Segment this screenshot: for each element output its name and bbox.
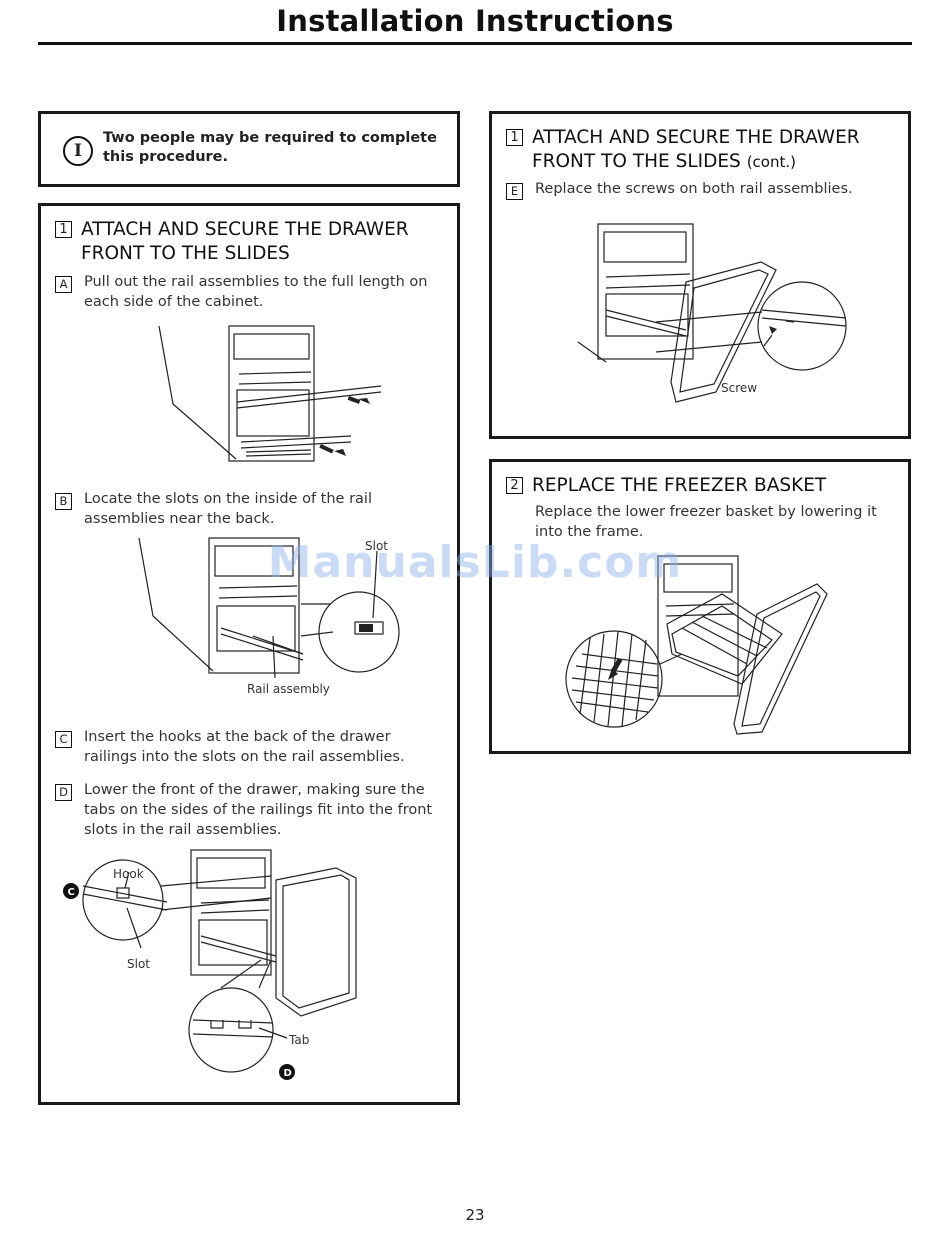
step-number: 1 bbox=[55, 221, 72, 238]
callout-screw: Screw bbox=[721, 381, 757, 395]
note-box: I Two people may be required to complete… bbox=[38, 111, 460, 187]
freezer-basket-illustration bbox=[565, 555, 828, 735]
substep-text-a: Pull out the rail assemblies to the full… bbox=[84, 274, 428, 310]
step-2-text: Replace the lower freezer basket by lowe… bbox=[535, 504, 877, 540]
page-number: 23 bbox=[465, 1206, 485, 1224]
callout-slot-c: Slot bbox=[127, 957, 150, 971]
marker-c: C bbox=[68, 887, 75, 898]
rail-pull-out-illustration bbox=[158, 325, 382, 462]
step-1-cont-box: 1 ATTACH AND SECURE THE DRAWER FRONT TO … bbox=[489, 111, 911, 439]
substep-label-c: C bbox=[55, 731, 72, 748]
info-icon: I bbox=[63, 136, 93, 166]
note-text: Two people may be required to complete t… bbox=[103, 130, 437, 165]
step-heading: ATTACH AND SECURE THE DRAWER FRONT TO TH… bbox=[532, 126, 892, 174]
drawer-front-illustration: Hook Slot Tab C D bbox=[63, 849, 357, 1080]
callout-rail-assembly: Rail assembly bbox=[247, 682, 330, 696]
callout-slot: Slot bbox=[365, 539, 388, 553]
substep-text-e: Replace the screws on both rail assembli… bbox=[535, 181, 853, 197]
substep-text-c: Insert the hooks at the back of the draw… bbox=[84, 729, 405, 765]
substep-label-a: A bbox=[55, 276, 72, 293]
step-1-box: 1 ATTACH AND SECURE THE DRAWER FRONT TO … bbox=[38, 203, 460, 1105]
title-rule bbox=[38, 42, 912, 45]
rail-slot-illustration: Slot Rail assembly bbox=[138, 537, 400, 696]
step-number: 2 bbox=[506, 477, 523, 494]
substep-label-d: D bbox=[55, 784, 72, 801]
step-2-box: 2 REPLACE THE FREEZER BASKET Replace the… bbox=[489, 459, 911, 754]
cont-label: (cont.) bbox=[746, 153, 796, 171]
callout-hook: Hook bbox=[113, 867, 144, 881]
substep-text-b: Locate the slots on the inside of the ra… bbox=[84, 491, 372, 527]
substep-label-e: E bbox=[506, 183, 523, 200]
screw-replace-illustration: Screw bbox=[577, 223, 847, 403]
step-heading-text: ATTACH AND SECURE THE DRAWER FRONT TO TH… bbox=[532, 127, 860, 172]
page-title: Installation Instructions bbox=[276, 4, 674, 38]
callout-tab: Tab bbox=[288, 1033, 309, 1047]
substep-label-b: B bbox=[55, 493, 72, 510]
marker-d: D bbox=[284, 1068, 292, 1079]
substep-text-d: Lower the front of the drawer, making su… bbox=[84, 782, 433, 838]
step-heading: ATTACH AND SECURE THE DRAWER FRONT TO TH… bbox=[81, 219, 409, 264]
step-number: 1 bbox=[506, 129, 523, 146]
step-heading: REPLACE THE FREEZER BASKET bbox=[532, 475, 827, 496]
